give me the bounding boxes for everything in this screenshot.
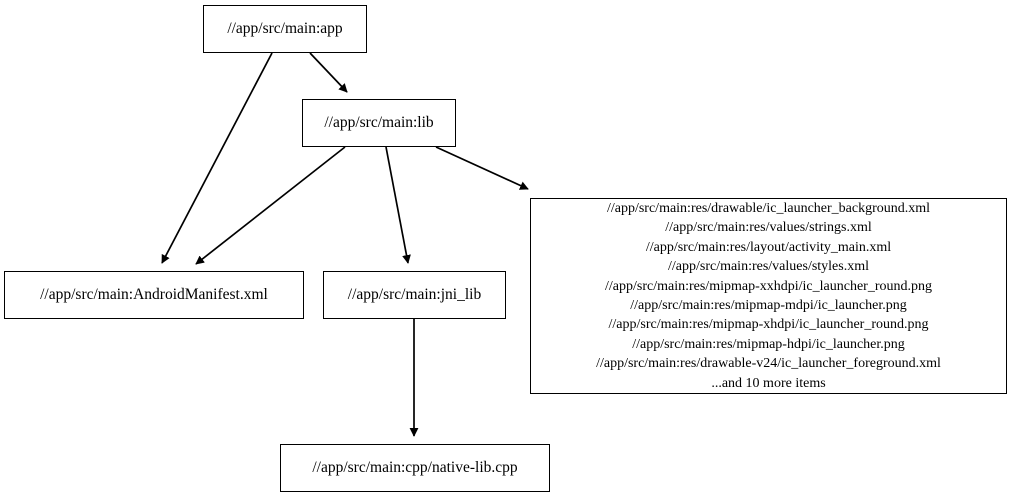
node-jni-lib-label: //app/src/main:jni_lib xyxy=(347,286,482,304)
node-native-lib-cpp[interactable]: //app/src/main:cpp/native-lib.cpp xyxy=(280,444,550,492)
node-android-manifest[interactable]: //app/src/main:AndroidManifest.xml xyxy=(4,271,304,319)
edge-app-to-manifest xyxy=(161,52,273,264)
node-res-file-line: ...and 10 more items xyxy=(711,375,826,391)
node-res-file-line: //app/src/main:res/drawable/ic_launcher_… xyxy=(606,200,931,216)
node-lib-label: //app/src/main:lib xyxy=(324,114,434,132)
node-android-manifest-label: //app/src/main:AndroidManifest.xml xyxy=(40,286,268,304)
node-res-file-line: //app/src/main:res/layout/activity_main.… xyxy=(645,239,892,255)
edge-lib-to-res xyxy=(435,146,529,190)
node-res-file-line: //app/src/main:res/mipmap-mdpi/ic_launch… xyxy=(630,298,907,313)
edge-lib-to-manifest xyxy=(195,146,346,265)
node-app-label: //app/src/main:app xyxy=(227,20,343,38)
edge-lib-to-jni-lib xyxy=(385,146,411,264)
node-res-files[interactable]: //app/src/main:res/drawable/ic_launcher_… xyxy=(530,198,1007,394)
node-res-file-line: //app/src/main:res/drawable-v24/ic_launc… xyxy=(596,356,941,372)
node-app[interactable]: //app/src/main:app xyxy=(203,5,367,53)
node-res-file-line: //app/src/main:res/values/styles.xml xyxy=(667,259,870,275)
edge-app-to-lib xyxy=(309,52,348,93)
node-res-file-line: //app/src/main:res/mipmap-hdpi/ic_launch… xyxy=(632,336,905,352)
node-native-lib-cpp-label: //app/src/main:cpp/native-lib.cpp xyxy=(312,459,518,477)
node-jni-lib[interactable]: //app/src/main:jni_lib xyxy=(323,271,506,319)
node-res-file-line: //app/src/main:res/mipmap-xhdpi/ic_launc… xyxy=(608,317,929,333)
node-res-files-lines: //app/src/main:res/drawable/ic_launcher_… xyxy=(537,199,1000,393)
node-lib[interactable]: //app/src/main:lib xyxy=(302,99,456,147)
node-res-file-line: //app/src/main:res/values/strings.xml xyxy=(665,220,872,236)
node-res-file-line: //app/src/main:res/mipmap-xxhdpi/ic_laun… xyxy=(605,278,932,294)
